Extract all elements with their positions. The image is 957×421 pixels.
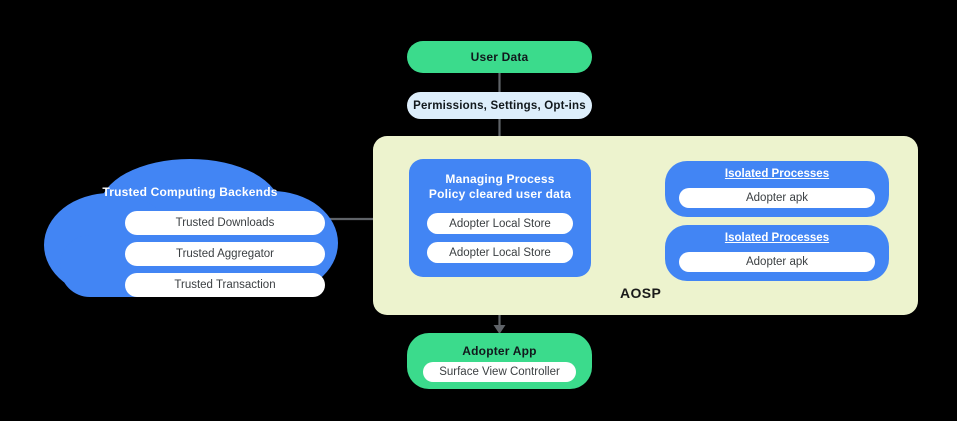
isolated-process-node-1[interactable]: Isolated Processes Adopter apk	[665, 161, 889, 217]
cloud-item-trusted-transaction[interactable]: Trusted Transaction	[125, 273, 325, 297]
adopter-app-heading: Adopter App	[407, 342, 592, 360]
adopter-app-label: Adopter App	[462, 344, 537, 358]
permissions-label: Permissions, Settings, Opt-ins	[413, 99, 586, 112]
managing-process-heading: Managing Process Policy cleared user dat…	[409, 172, 591, 202]
isolated-process-node-2[interactable]: Isolated Processes Adopter apk	[665, 225, 889, 281]
cloud-title-label: Trusted Computing Backends	[102, 185, 278, 199]
surface-view-controller-label: Surface View Controller	[439, 366, 560, 378]
permissions-settings-optins-node[interactable]: Permissions, Settings, Opt-ins	[407, 92, 592, 119]
adopter-local-store-2[interactable]: Adopter Local Store	[427, 242, 573, 263]
user-data-node[interactable]: User Data	[407, 41, 592, 73]
managing-process-subtitle: Policy cleared user data	[428, 187, 572, 201]
cloud-item-label: Trusted Downloads	[175, 217, 275, 229]
adopter-local-store-1[interactable]: Adopter Local Store	[427, 213, 573, 234]
isolated-process-heading-2: Isolated Processes	[724, 232, 830, 244]
managing-process-node[interactable]: Managing Process Policy cleared user dat…	[409, 159, 591, 277]
user-data-label: User Data	[470, 50, 529, 64]
cloud-title: Trusted Computing Backends	[40, 183, 340, 201]
cloud-item-label: Trusted Transaction	[174, 279, 276, 291]
adopter-app-node[interactable]: Adopter App Surface View Controller	[407, 333, 592, 389]
adopter-apk-label: Adopter apk	[745, 256, 808, 268]
cloud-item-trusted-downloads[interactable]: Trusted Downloads	[125, 211, 325, 235]
trusted-computing-backends-cloud[interactable]: Trusted Computing Backends Trusted Downl…	[40, 155, 340, 303]
adopter-apk-2[interactable]: Adopter apk	[679, 252, 875, 272]
cloud-item-label: Trusted Aggregator	[175, 248, 275, 260]
aosp-label: AOSP	[620, 285, 662, 301]
adopter-apk-label: Adopter apk	[745, 192, 808, 204]
surface-view-controller[interactable]: Surface View Controller	[423, 362, 576, 382]
cloud-item-trusted-aggregator[interactable]: Trusted Aggregator	[125, 242, 325, 266]
adopter-apk-1[interactable]: Adopter apk	[679, 188, 875, 208]
isolated-process-heading-1: Isolated Processes	[724, 168, 830, 180]
adopter-local-store-label: Adopter Local Store	[449, 217, 551, 230]
managing-process-title: Managing Process	[445, 172, 555, 186]
adopter-local-store-label: Adopter Local Store	[449, 246, 551, 259]
